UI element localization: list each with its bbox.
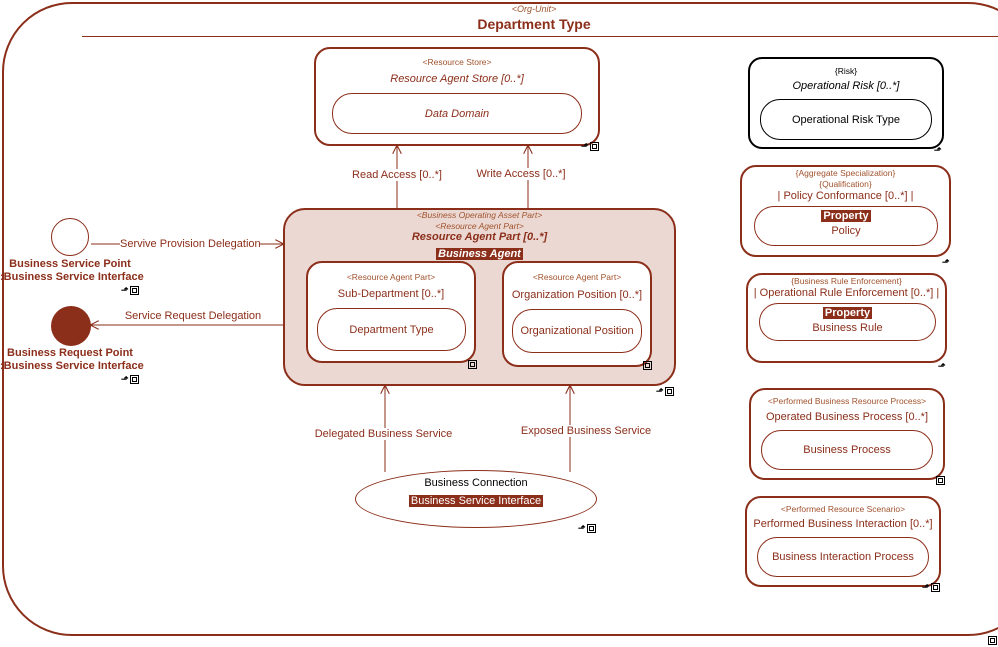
drilldown-icon[interactable] [643,361,652,371]
resource-store-title: Resource Agent Store [0..*] [390,73,524,85]
business-connection-title: Business Connection [424,477,528,489]
risk-title: Operational Risk [0..*] [792,80,900,92]
service-provision-label: Servive Provision Delegation [120,238,261,250]
policy-title: | Policy Conformance [0..*] | [777,190,914,202]
business-process-node[interactable]: Business Process [761,430,933,470]
organization-position-stereotype: <Resource Agent Part> [532,272,622,282]
resource-store-icons: ⬏ [581,141,599,152]
drilldown-icon[interactable] [988,636,997,646]
interaction-icons: ⬏ [922,582,940,593]
rule-property-badge: Property [759,303,936,321]
data-domain-node[interactable]: Data Domain [332,93,582,134]
request-point-type: :Business Service Interface [0,360,144,372]
risk-stereotype: {Risk} [834,66,858,76]
request-point-label: Business Request Point [7,347,133,359]
header-divider [82,36,998,37]
service-point-type: :Business Service Interface [0,271,144,283]
link-arrow-icon: ⬏ [578,523,586,534]
link-arrow-icon: ⬏ [938,361,946,372]
service-point-icons: ⬏ [121,285,139,296]
link-arrow-icon: ⬏ [656,386,664,397]
interaction-title: Performed Business Interaction [0..*] [753,518,933,530]
link-arrow-icon: ⬏ [922,582,930,593]
department-type-node[interactable]: Department Type [317,308,466,351]
link-arrow-icon: ⬏ [121,285,129,296]
drilldown-icon[interactable] [468,360,477,370]
service-request-label: Service Request Delegation [124,310,262,322]
sub-department-icons [467,360,477,370]
organizational-position-node[interactable]: Organizational Position [512,309,642,353]
resource-agent-part-stereotype: <Resource Agent Part> [435,221,524,231]
rule-stereotype: {Business Rule Enforcement} [791,276,902,286]
operational-risk-type-node[interactable]: Operational Risk Type [760,99,932,140]
business-agent-chip: Business Agent [436,248,523,260]
drilldown-icon[interactable] [664,387,674,397]
business-service-interface-chip: Business Service Interface [408,495,544,507]
organization-position-icons [642,361,652,371]
business-interaction-process-node[interactable]: Business Interaction Process [757,537,929,577]
business-connection-badge: Business Service Interface [355,491,597,509]
policy-icons: ⬏ [942,258,950,267]
service-point-label: Business Service Point [9,258,131,270]
write-access-label: Write Access [0..*] [470,168,572,180]
drilldown-icon[interactable] [936,476,945,486]
request-point-port[interactable] [51,306,91,346]
link-arrow-icon: ⬏ [581,141,589,152]
policy-stereotype-1: {Aggregate Specialization} [795,168,896,178]
link-arrow-icon: ⬏ [934,145,942,156]
drilldown-icon[interactable] [589,142,599,152]
drilldown-icon[interactable] [129,375,139,385]
org-unit-stereotype: <Org-Unit> [511,4,557,14]
resource-store-stereotype: <Resource Store> [422,57,492,67]
drilldown-icon[interactable] [586,524,596,534]
page-title: Department Type [477,16,591,32]
read-access-label: Read Access [0..*] [347,169,447,181]
service-point-port[interactable] [51,218,89,256]
exposed-service-label: Exposed Business Service [516,425,656,437]
rule-icons: ⬏ [938,362,946,371]
policy-stereotype-2: {Qualification} [819,179,872,189]
drilldown-icon[interactable] [129,286,139,296]
delegated-service-label: Delegated Business Service [312,428,455,440]
boap-icons: ⬏ [656,386,674,397]
property-chip: Property [822,307,873,319]
frame-icons [987,636,997,646]
drilldown-icon[interactable] [930,583,940,593]
sub-department-title: Sub-Department [0..*] [337,288,445,300]
organization-position-title: Organization Position [0..*] [511,289,643,301]
rule-title: | Operational Rule Enforcement [0..*] | [753,287,940,299]
org-unit-frame [2,2,998,636]
request-point-icons: ⬏ [121,374,139,385]
policy-property-badge: Property [754,206,938,224]
risk-icons: ⬏ [934,146,942,155]
business-connection-icons: ⬏ [578,523,596,534]
link-arrow-icon: ⬏ [121,374,129,385]
boap-stereotype: <Business Operating Asset Part> [416,210,543,220]
sub-department-stereotype: <Resource Agent Part> [346,272,436,282]
business-agent-badge: Business Agent [283,244,676,262]
boap-title: Resource Agent Part [0..*] [411,231,548,243]
link-arrow-icon: ⬏ [942,257,950,268]
process-stereotype: <Performed Business Resource Process> [767,396,927,406]
process-title: Operated Business Process [0..*] [765,411,929,423]
interaction-stereotype: <Performed Resource Scenario> [780,504,906,514]
process-icons [935,476,945,486]
property-chip: Property [821,210,871,222]
